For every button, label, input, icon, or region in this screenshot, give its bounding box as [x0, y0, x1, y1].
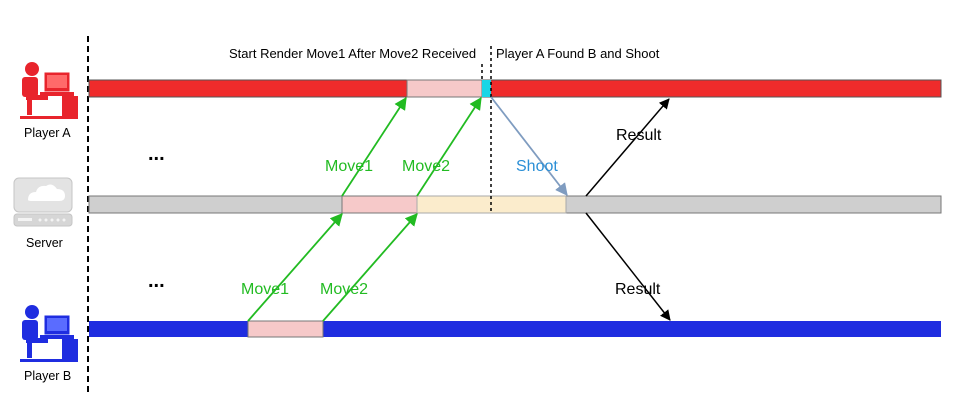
label-result-upper: Result — [616, 127, 662, 144]
player-b-icon — [20, 305, 78, 362]
ellipsis-upper: ... — [148, 143, 165, 165]
label-player-a: Player A — [24, 126, 71, 140]
player-a-bar — [88, 79, 942, 98]
label-move2-lower: Move2 — [320, 281, 368, 298]
shoot-arrow — [490, 96, 568, 196]
player-a-shoot-marker — [482, 80, 491, 97]
move1-arrow-b-to-server — [247, 213, 343, 322]
label-move2-upper: Move2 — [402, 158, 450, 175]
caption-found-shoot: Player A Found B and Shoot — [496, 46, 660, 61]
label-player-b: Player B — [24, 369, 71, 383]
label-shoot: Shoot — [516, 158, 558, 175]
server-icon — [13, 177, 73, 227]
label-server: Server — [26, 236, 63, 250]
label-result-lower: Result — [615, 281, 661, 298]
player-b-move-segment — [247, 320, 324, 338]
player-a-icon — [20, 62, 78, 119]
server-move1-segment — [341, 195, 418, 214]
move2-arrow-server-to-a — [416, 96, 482, 197]
caption-start-render: Start Render Move1 After Move2 Received — [229, 46, 476, 61]
label-move1-lower: Move1 — [241, 281, 289, 298]
label-move1-upper: Move1 — [325, 158, 373, 175]
player-a-render-segment — [406, 79, 483, 98]
ellipsis-lower: ... — [148, 270, 165, 292]
move1-arrow-server-to-a — [341, 96, 407, 197]
result-arrow-to-b — [585, 212, 671, 321]
player-b-bar — [89, 321, 941, 337]
result-arrow-to-a — [585, 98, 670, 197]
move2-arrow-b-to-server — [322, 213, 418, 322]
